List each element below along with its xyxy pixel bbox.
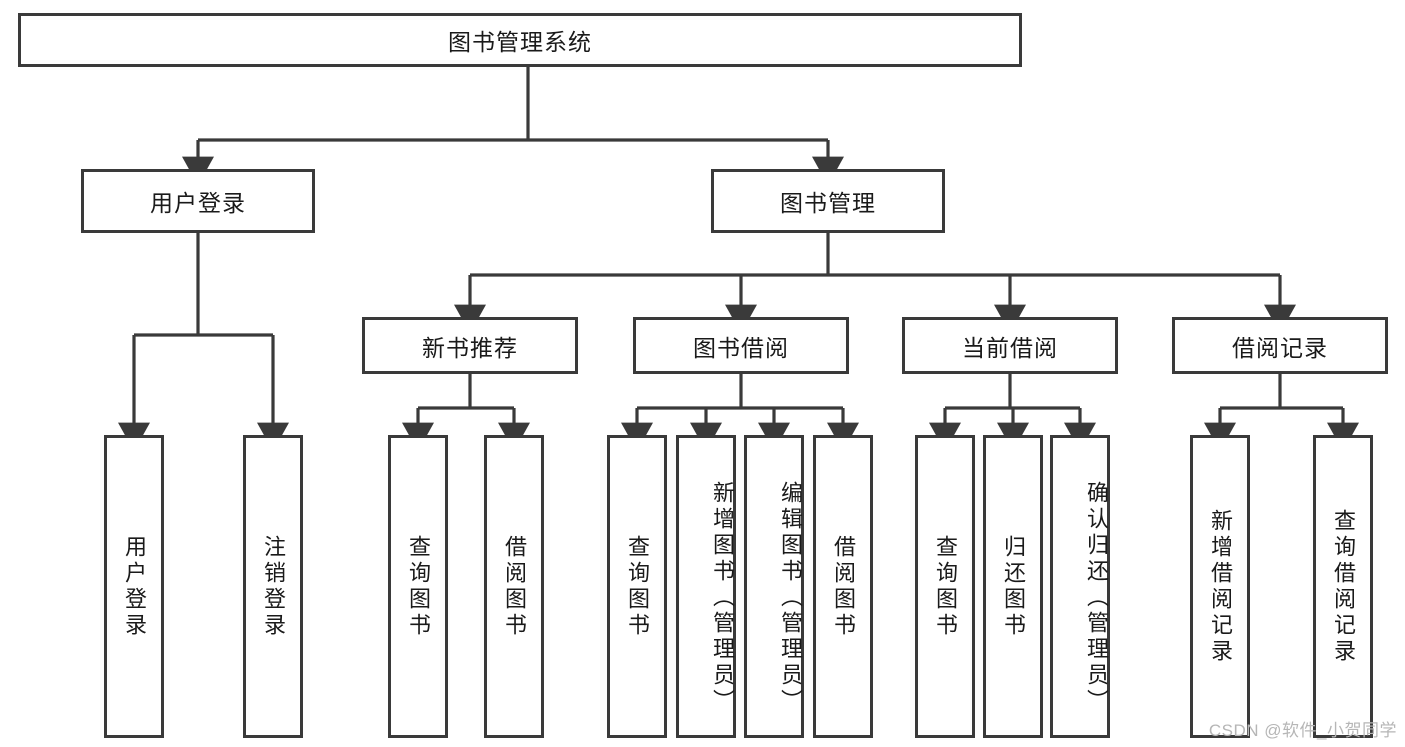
- node-label: 查询图书: [625, 534, 650, 639]
- node-label: 查询借阅记录: [1331, 508, 1356, 665]
- node-label: 图书管理系统: [448, 29, 592, 55]
- node-label: 新书推荐: [422, 334, 518, 361]
- leaf-query-book-current[interactable]: 查询图书: [915, 435, 975, 738]
- leaf-query-book-borrowing[interactable]: 查询图书: [607, 435, 667, 738]
- node-label: 归还图书: [1001, 534, 1026, 639]
- leaf-query-borrowing-record[interactable]: 查询借阅记录: [1313, 435, 1373, 738]
- leaf-confirm-return-admin[interactable]: 确认归还（管理员）: [1050, 435, 1110, 738]
- node-current-borrowing[interactable]: 当前借阅: [902, 317, 1118, 374]
- leaf-user-login[interactable]: 用户登录: [104, 435, 164, 738]
- node-label: 查询图书: [406, 534, 431, 639]
- node-label: 借阅记录: [1232, 334, 1328, 361]
- node-label: 编辑图书（管理员）: [778, 480, 803, 715]
- node-label: 图书管理: [780, 190, 876, 216]
- node-root-book-management-system[interactable]: 图书管理系统: [18, 13, 1022, 67]
- leaf-return-book[interactable]: 归还图书: [983, 435, 1043, 738]
- leaf-edit-book-admin[interactable]: 编辑图书（管理员）: [744, 435, 804, 738]
- watermark: CSDN @软件_小贺同学: [1208, 721, 1397, 740]
- node-label: 用户登录: [122, 534, 147, 639]
- node-label: 借阅图书: [831, 534, 856, 639]
- leaf-borrow-book-borrowing[interactable]: 借阅图书: [813, 435, 873, 738]
- leaf-add-borrowing-record[interactable]: 新增借阅记录: [1190, 435, 1250, 738]
- node-book-management[interactable]: 图书管理: [711, 169, 945, 233]
- node-label: 当前借阅: [962, 334, 1058, 361]
- node-label: 查询图书: [933, 534, 958, 639]
- leaf-add-book-admin[interactable]: 新增图书（管理员）: [676, 435, 736, 738]
- leaf-borrow-book-recommendation[interactable]: 借阅图书: [484, 435, 544, 738]
- node-book-borrowing[interactable]: 图书借阅: [633, 317, 849, 374]
- node-label: 借阅图书: [502, 534, 527, 639]
- node-label: 图书借阅: [693, 334, 789, 361]
- node-new-book-recommendation[interactable]: 新书推荐: [362, 317, 578, 374]
- leaf-query-book-recommendation[interactable]: 查询图书: [388, 435, 448, 738]
- node-label: 新增借阅记录: [1208, 508, 1233, 665]
- leaf-logout[interactable]: 注销登录: [243, 435, 303, 738]
- node-label: 用户登录: [150, 190, 246, 216]
- node-user-login[interactable]: 用户登录: [81, 169, 315, 233]
- node-label: 注销登录: [261, 534, 286, 639]
- node-label: 确认归还（管理员）: [1084, 480, 1109, 715]
- node-label: 新增图书（管理员）: [710, 480, 735, 715]
- node-borrowing-record[interactable]: 借阅记录: [1172, 317, 1388, 374]
